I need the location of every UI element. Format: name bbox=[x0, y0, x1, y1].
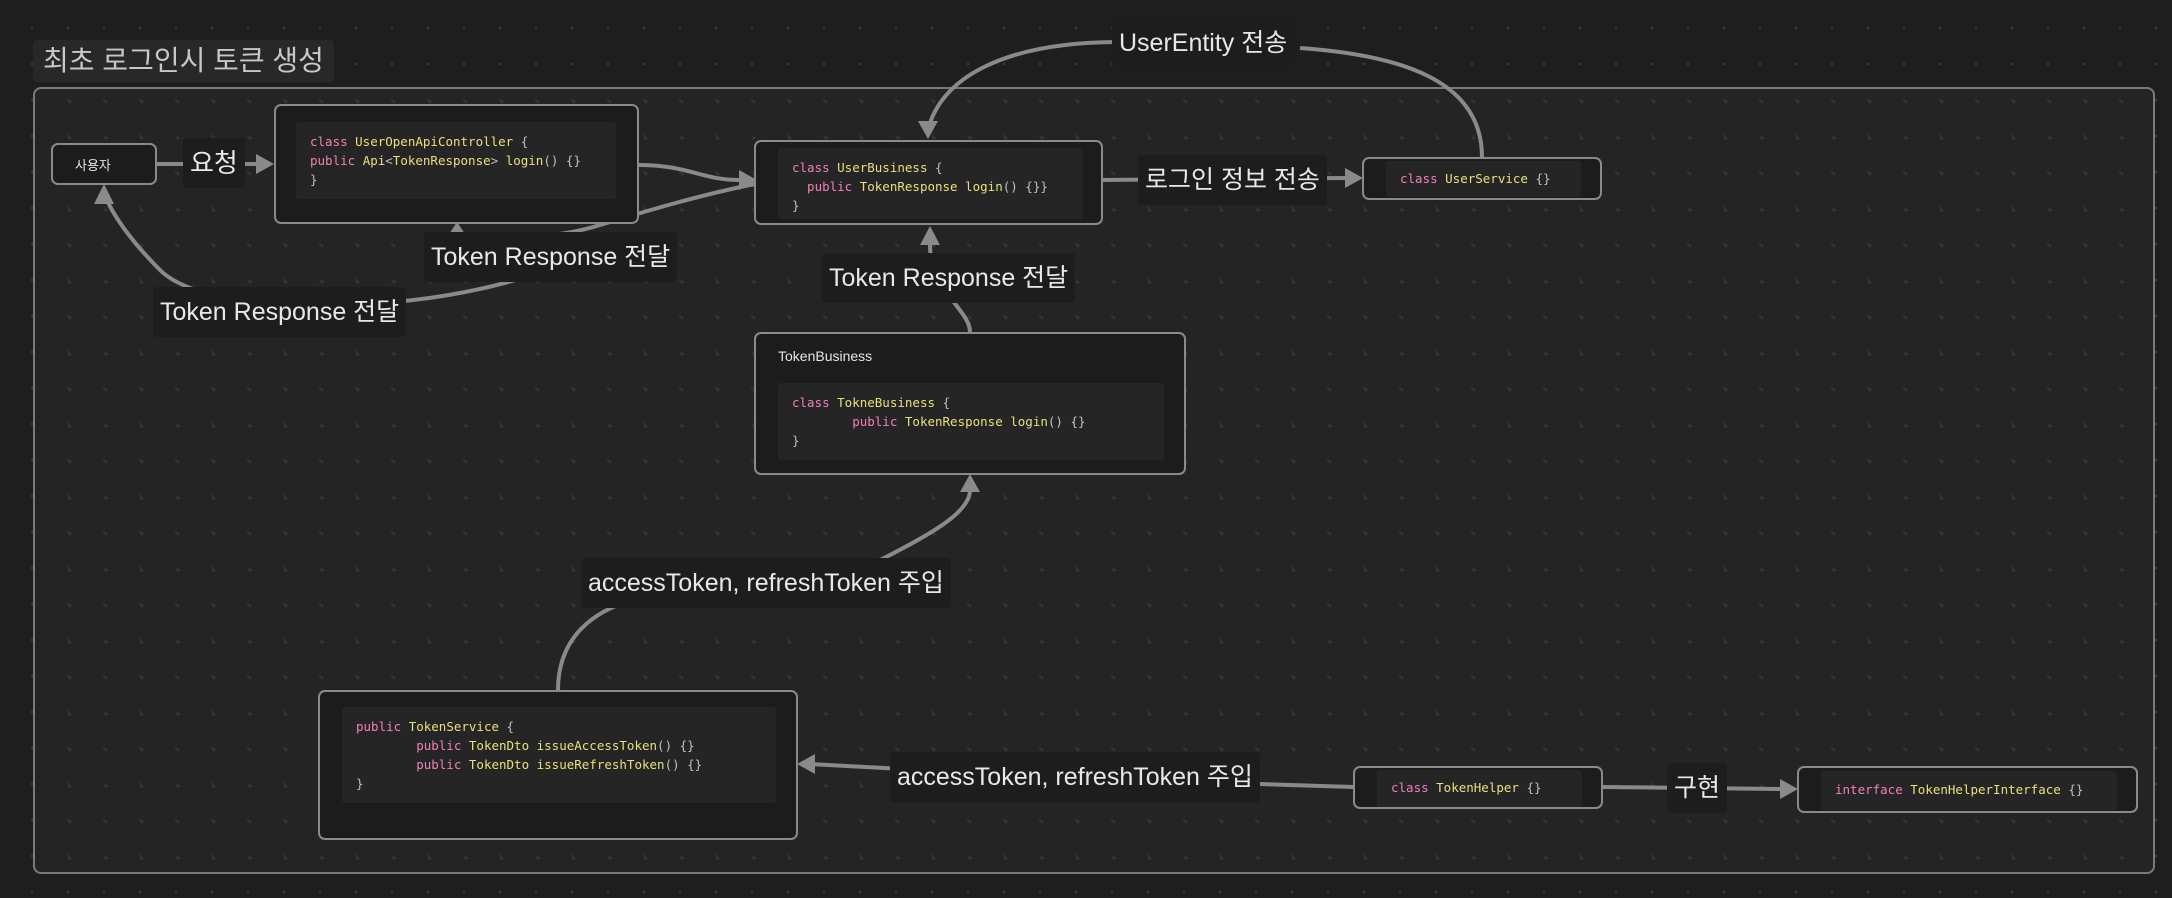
code-line: class TokenHelper {} bbox=[1391, 778, 1568, 797]
code-block: class TokenHelper {} bbox=[1377, 770, 1582, 807]
code-keyword: public bbox=[356, 757, 469, 772]
code-identifier: UserService bbox=[1445, 171, 1536, 186]
edge-label-token-response-user[interactable]: Token Response 전달 bbox=[153, 287, 407, 337]
code-block: interface TokenHelperInterface {} bbox=[1821, 771, 2117, 810]
code-keyword: public bbox=[356, 719, 409, 734]
node-token-helper-interface[interactable]: interface TokenHelperInterface {} bbox=[1797, 766, 2138, 813]
code-line: } bbox=[792, 196, 1069, 215]
edge-label-user-entity[interactable]: UserEntity 전송 bbox=[1112, 18, 1295, 68]
code-line: class UserService {} bbox=[1400, 169, 1567, 188]
code-line: public TokenResponse login() {}} bbox=[792, 177, 1069, 196]
code-identifier: issueAccessToken bbox=[536, 738, 658, 753]
code-identifier: login bbox=[1010, 414, 1048, 429]
code-punctuation: } bbox=[792, 433, 800, 448]
code-line: } bbox=[356, 774, 762, 793]
code-line: class UserBusiness { bbox=[792, 158, 1069, 177]
group-title: 최초 로그인시 토큰 생성 bbox=[33, 40, 334, 82]
node-token-helper[interactable]: class TokenHelper {} bbox=[1353, 766, 1603, 809]
edge-label-login-info[interactable]: 로그인 정보 전송 bbox=[1138, 155, 1327, 205]
code-line: interface TokenHelperInterface {} bbox=[1835, 780, 2103, 799]
code-keyword: class bbox=[310, 134, 356, 149]
code-keyword: public bbox=[356, 738, 469, 753]
code-identifier: Api bbox=[362, 153, 386, 168]
code-identifier: UserBusiness bbox=[837, 160, 935, 175]
code-keyword: public bbox=[310, 153, 363, 168]
code-line: public TokenService { bbox=[356, 717, 762, 736]
code-line: public TokenDto issueRefreshToken() {} bbox=[356, 755, 762, 774]
code-keyword: class bbox=[792, 160, 838, 175]
node-title: TokenBusiness bbox=[778, 348, 873, 364]
code-keyword: interface bbox=[1835, 782, 1911, 797]
code-line: class TokneBusiness { bbox=[792, 393, 1150, 412]
node-user-business[interactable]: class UserBusiness { public TokenRespons… bbox=[754, 140, 1103, 225]
code-punctuation: () {} bbox=[1047, 414, 1086, 429]
code-identifier: TokenResponse bbox=[859, 179, 966, 194]
code-punctuation: } bbox=[310, 172, 318, 187]
code-identifier: TokneBusiness bbox=[837, 395, 943, 410]
code-block: class UserOpenApiController {public Api<… bbox=[296, 122, 616, 199]
code-identifier: TokenHelperInterface bbox=[1910, 782, 2069, 797]
code-identifier: TokenService bbox=[408, 719, 507, 734]
code-line: public Api<TokenResponse> login() {} bbox=[310, 151, 602, 170]
code-identifier: login bbox=[505, 153, 544, 168]
code-identifier: login bbox=[965, 179, 1003, 194]
code-punctuation: {} bbox=[1526, 780, 1542, 795]
edge-label-inject-service[interactable]: accessToken, refreshToken 주입 bbox=[890, 752, 1260, 802]
code-identifier: UserOpenApiController bbox=[355, 134, 521, 149]
node-user-open-api-controller[interactable]: class UserOpenApiController {public Api<… bbox=[274, 104, 639, 224]
code-punctuation: () {}} bbox=[1002, 179, 1048, 194]
code-punctuation: } bbox=[792, 198, 800, 213]
code-keyword: class bbox=[792, 395, 838, 410]
edge-label-implements[interactable]: 구현 bbox=[1667, 763, 1728, 813]
node-user[interactable]: 사용자 bbox=[51, 143, 157, 185]
node-user-service[interactable]: class UserService {} bbox=[1362, 157, 1602, 200]
edge-label-inject-business[interactable]: accessToken, refreshToken 주입 bbox=[581, 558, 951, 608]
code-identifier: issueRefreshToken bbox=[536, 757, 665, 772]
code-keyword: class bbox=[1400, 171, 1446, 186]
code-keyword: public bbox=[792, 179, 860, 194]
code-punctuation: > bbox=[490, 153, 506, 168]
code-identifier: TokenResponse bbox=[392, 153, 491, 168]
code-punctuation: { bbox=[942, 395, 951, 410]
code-keyword: public bbox=[792, 414, 905, 429]
code-punctuation: { bbox=[935, 160, 943, 175]
code-block: class UserService {} bbox=[1386, 161, 1581, 197]
code-punctuation: < bbox=[385, 153, 393, 168]
code-punctuation: () {} bbox=[657, 738, 695, 753]
edge-label-request[interactable]: 요청 bbox=[183, 138, 245, 188]
code-block: class TokneBusiness { public TokenRespon… bbox=[778, 383, 1164, 460]
code-punctuation: () {} bbox=[543, 153, 581, 168]
node-token-business[interactable]: TokenBusiness class TokneBusiness { publ… bbox=[754, 332, 1186, 475]
code-punctuation: {} bbox=[1535, 171, 1551, 186]
code-block: public TokenService { public TokenDto is… bbox=[342, 707, 776, 803]
code-punctuation: {} bbox=[2068, 782, 2084, 797]
code-punctuation: () {} bbox=[664, 757, 703, 772]
code-punctuation: { bbox=[520, 134, 529, 149]
code-identifier: TokenHelper bbox=[1436, 780, 1527, 795]
code-line: } bbox=[792, 431, 1150, 450]
code-keyword: class bbox=[1391, 780, 1437, 795]
code-line: public TokenResponse login() {} bbox=[792, 412, 1150, 431]
code-identifier: TokenDto bbox=[468, 757, 537, 772]
code-identifier: TokenDto bbox=[468, 738, 537, 753]
code-line: public TokenDto issueAccessToken() {} bbox=[356, 736, 762, 755]
node-token-service[interactable]: public TokenService { public TokenDto is… bbox=[318, 690, 798, 840]
code-block: class UserBusiness { public TokenRespons… bbox=[778, 148, 1083, 219]
code-line: class UserOpenApiController { bbox=[310, 132, 602, 151]
code-punctuation: } bbox=[356, 776, 364, 791]
code-punctuation: { bbox=[506, 719, 515, 734]
code-line: } bbox=[310, 170, 602, 189]
code-identifier: TokenResponse bbox=[904, 414, 1011, 429]
node-user-label: 사용자 bbox=[75, 157, 111, 173]
edge-label-token-response-business[interactable]: Token Response 전달 bbox=[822, 253, 1076, 303]
edge-label-token-response-controller[interactable]: Token Response 전달 bbox=[424, 232, 678, 282]
